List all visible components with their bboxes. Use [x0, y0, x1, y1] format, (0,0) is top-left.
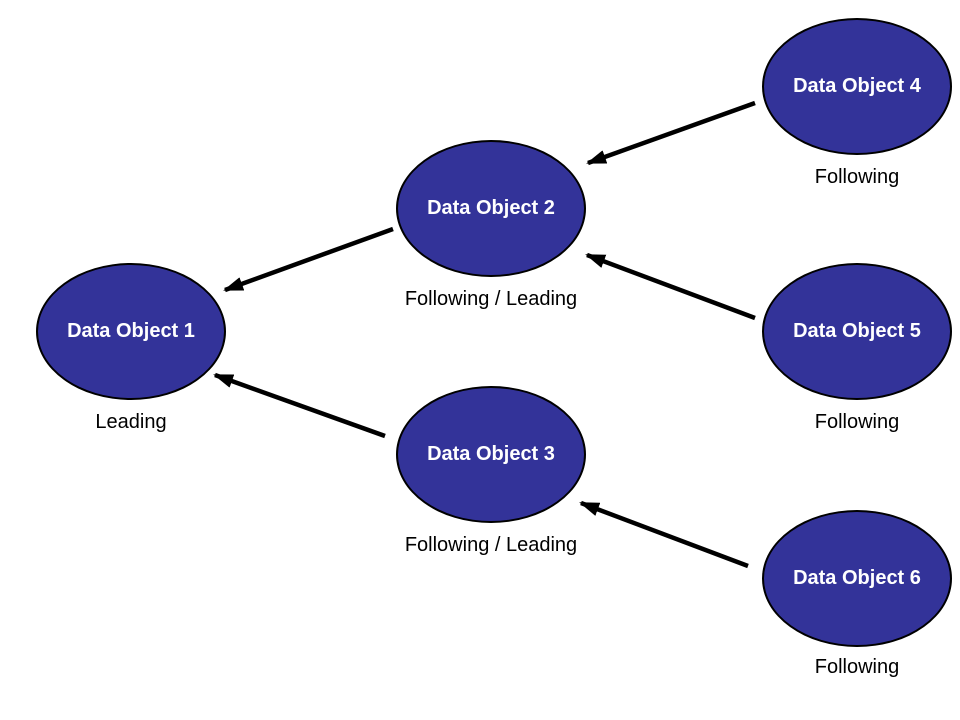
annotation-data-object-6: Following [814, 656, 900, 678]
arrow-do6-to-do3 [579, 500, 749, 569]
annotation-data-object-4: Following [814, 166, 900, 188]
node-data-object-2: Data Object 2 [396, 140, 586, 277]
node-label: Data Object 1 [67, 320, 195, 342]
annotation-data-object-5: Following [814, 411, 900, 433]
node-data-object-5: Data Object 5 [762, 263, 952, 400]
annotation-data-object-1: Leading [95, 411, 167, 433]
annotation-data-object-2: Following / Leading [404, 288, 578, 310]
node-label: Data Object 2 [427, 197, 555, 219]
node-data-object-3: Data Object 3 [396, 386, 586, 523]
node-data-object-6: Data Object 6 [762, 510, 952, 647]
arrow-do4-to-do2 [586, 100, 756, 166]
annotation-data-object-3: Following / Leading [404, 534, 578, 556]
node-data-object-4: Data Object 4 [762, 18, 952, 155]
node-data-object-1: Data Object 1 [36, 263, 226, 400]
node-label: Data Object 6 [793, 567, 921, 589]
arrow-do3-to-do1 [213, 372, 386, 439]
node-label: Data Object 4 [793, 75, 921, 97]
arrow-do5-to-do2 [585, 252, 756, 321]
node-label: Data Object 3 [427, 443, 555, 465]
arrow-do2-to-do1 [223, 226, 394, 293]
node-label: Data Object 5 [793, 320, 921, 342]
